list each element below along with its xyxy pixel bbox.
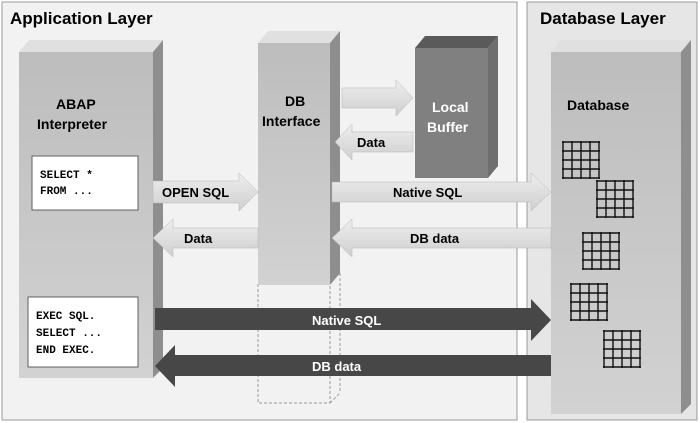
local-buffer-label-line2: Buffer (427, 119, 469, 135)
native-sql-code-line2: SELECT ... (36, 328, 102, 340)
open-sql-code-line2: FROM ... (40, 186, 93, 198)
native-sql-code-line3: END EXEC. (36, 345, 95, 357)
arrow-interface-to-buffer (341, 79, 414, 117)
arrow-data-return (152, 218, 259, 258)
open-sql-code-box (31, 155, 139, 211)
native-sql-code-box (27, 296, 139, 368)
arrow-buffer-to-interface (334, 123, 414, 161)
native-sql-code-line1: EXEC SQL. (36, 311, 95, 323)
arrow-open-sql (152, 172, 259, 212)
table-grid-icon (596, 180, 634, 218)
table-grid-icon (582, 232, 620, 270)
local-buffer-label-line1: Local (432, 99, 469, 115)
abap-label-line2: Interpreter (37, 116, 108, 132)
arrow-buffer-data-label: Data (357, 135, 386, 150)
abap-label-line1: ABAP (56, 96, 96, 112)
arrow-db-data-direct (155, 345, 551, 387)
database-tables (562, 141, 641, 368)
arrow-open-sql-label: OPEN SQL (162, 185, 229, 200)
open-sql-code-line1: SELECT * (40, 170, 93, 182)
arrow-db-data-interface (331, 218, 552, 258)
db-interface-label-line2: Interface (262, 113, 321, 129)
arrow-native-sql-interface (331, 172, 552, 212)
arrow-native-sql-direct (155, 299, 551, 341)
arrow-db-data-interface-label: DB data (410, 231, 460, 246)
arrow-native-sql-direct-label: Native SQL (312, 313, 381, 328)
arrow-data-return-label: Data (184, 231, 213, 246)
arrow-db-data-direct-label: DB data (312, 359, 362, 374)
arrow-native-sql-interface-label: Native SQL (393, 185, 462, 200)
application-layer-title: Application Layer (10, 9, 153, 28)
database-layer-title: Database Layer (540, 9, 666, 28)
database-label: Database (567, 97, 629, 113)
table-grid-icon (603, 330, 641, 368)
local-buffer-column (415, 36, 498, 178)
db-interface-label-line1: DB (285, 93, 305, 109)
table-grid-icon (570, 283, 608, 321)
db-interface-column (258, 31, 340, 285)
table-grid-icon (562, 141, 600, 179)
